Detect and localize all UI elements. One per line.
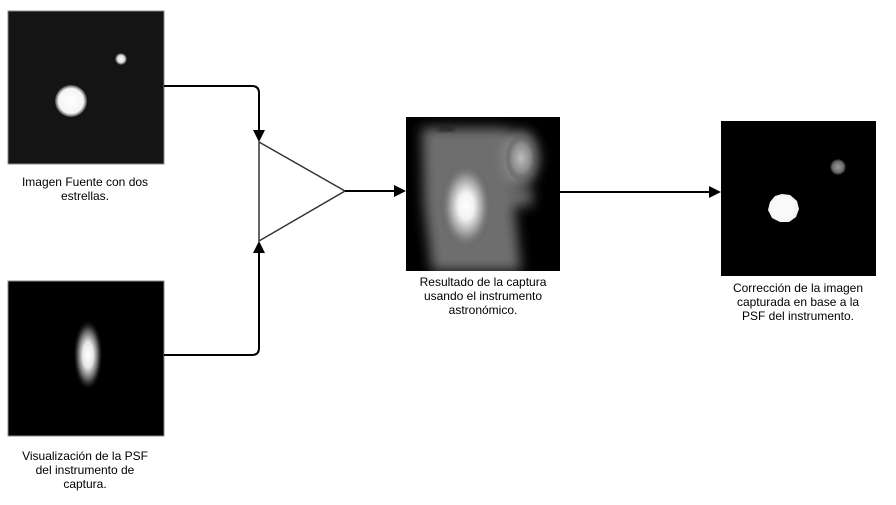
result-main-blob — [440, 162, 492, 250]
result-caption-line-2: usando el instrumento — [423, 289, 543, 303]
result-caption-line-3: astronómico. — [448, 303, 518, 317]
psf-image — [7, 280, 165, 437]
result-image — [406, 117, 560, 271]
result-image-caption: Resultado de la captura usando el instru… — [403, 275, 563, 317]
result-caption-line-1: Resultado de la captura — [419, 275, 547, 289]
correction-caption-line-2: capturada en base a la — [736, 295, 860, 309]
big-star — [55, 85, 87, 117]
convolution-triangle — [258, 140, 347, 243]
arrow-head-result — [394, 185, 406, 197]
corrected-image-caption: Corrección de la imagen capturada en bas… — [718, 281, 878, 323]
arrow-head-psf — [253, 241, 265, 253]
source-image-caption: Imagen Fuente con dos estrellas. — [0, 175, 170, 203]
psf-image-caption: Visualización de la PSF del instrumento … — [0, 449, 170, 491]
arrow-source-to-combiner — [164, 85, 260, 132]
psf-caption-line-2: del instrumento de — [35, 463, 135, 477]
psf-caption-line-1: Visualización de la PSF — [22, 449, 148, 463]
corrected-image-frame — [721, 121, 876, 276]
source-image — [7, 10, 165, 165]
correction-caption-line-3: PSF del instrumento. — [741, 309, 855, 323]
arrow-head-source — [253, 130, 265, 142]
correction-caption-line-1: Corrección de la imagen — [732, 281, 864, 295]
corrected-image — [721, 121, 876, 276]
corrected-small-star — [830, 159, 846, 175]
arrow-psf-to-combiner — [164, 252, 260, 356]
arrow-head-correction — [709, 186, 721, 198]
psf-spot — [73, 319, 103, 391]
psf-caption-line-3: captura. — [63, 477, 107, 491]
small-star — [115, 53, 127, 65]
source-caption-line-1: Imagen Fuente con dos — [21, 175, 149, 189]
result-secondary-blob — [505, 134, 537, 182]
source-caption-line-2: estrellas. — [60, 189, 110, 203]
